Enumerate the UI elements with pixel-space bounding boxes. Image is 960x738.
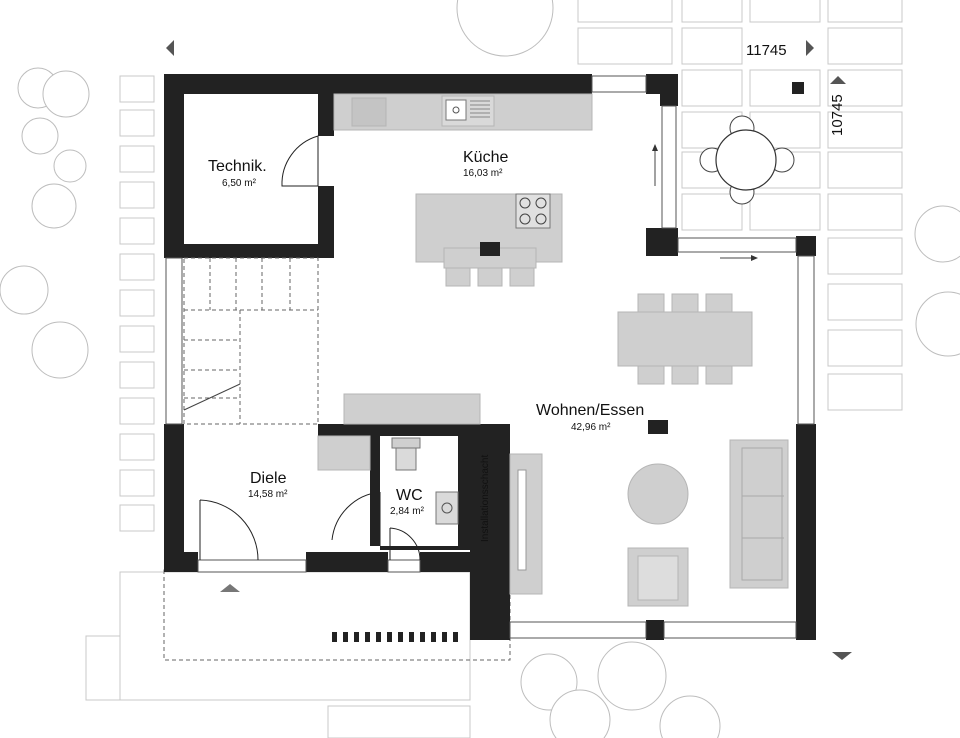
room-area-wohnen: 42,96 m² (571, 422, 611, 433)
window-bottom-2 (663, 621, 797, 639)
tree-8 (456, 0, 554, 57)
terrace-marker (792, 82, 804, 94)
kitchen (333, 93, 593, 287)
dimension-depth: 10745 (829, 94, 846, 136)
tree-6 (0, 265, 49, 315)
tree-3 (21, 117, 59, 155)
room-area-technik: 6,50 m² (222, 178, 257, 189)
terrace-table-set (699, 115, 795, 205)
room-label-technik: Technik. (208, 158, 267, 175)
sofa (729, 439, 789, 589)
window-right (797, 255, 815, 425)
door-entrance (199, 499, 259, 561)
dimension-width: 11745 (746, 42, 787, 59)
window-bottom-1 (509, 621, 647, 639)
door-technik (281, 135, 319, 187)
staircase (183, 257, 319, 425)
paving-left (119, 75, 155, 532)
arrow-down-icon (832, 652, 852, 660)
entrance-arrow-icon (220, 584, 240, 592)
terrace-table (715, 129, 777, 191)
room-label-diele: Diele (250, 470, 287, 487)
wardrobe (317, 435, 371, 471)
tree-9 (914, 205, 960, 263)
room-label-wc: WC (396, 487, 423, 504)
sideboard (343, 393, 481, 425)
tree-7 (31, 321, 89, 379)
tree-2 (42, 70, 90, 118)
sanitary-fixtures (317, 435, 459, 525)
door-installation (389, 527, 421, 561)
windows (165, 75, 815, 639)
window-left (165, 257, 183, 425)
entrance-steps (85, 571, 471, 738)
room-label-kueche: Küche (463, 149, 508, 166)
doors (199, 135, 421, 561)
living-furniture (343, 293, 789, 607)
window-bottom-4 (387, 559, 421, 573)
tree-5 (31, 183, 77, 229)
coffee-table (627, 463, 689, 525)
window-top (591, 75, 647, 93)
sliding-door-vertical (661, 105, 677, 229)
tree-14 (659, 695, 721, 738)
walls (164, 74, 816, 640)
column-living (648, 420, 668, 434)
tree-10 (915, 291, 960, 357)
door-wc (331, 491, 381, 546)
room-area-kueche: 16,03 m² (463, 168, 503, 179)
sliding-door-horizontal (677, 237, 797, 253)
arrow-right-icon (806, 40, 814, 56)
room-area-wc: 2,84 m² (390, 506, 425, 517)
room-label-installation: Installationsschacht (480, 455, 491, 542)
arrow-up-icon (830, 76, 846, 84)
arrow-left-icon (166, 40, 174, 56)
window-bottom-3 (197, 559, 307, 573)
room-area-diele: 14,58 m² (248, 489, 288, 500)
tree-13 (549, 689, 611, 738)
canopy-outline (163, 569, 511, 661)
room-label-wohnen: Wohnen/Essen (536, 402, 644, 419)
tree-4 (53, 149, 87, 183)
doormat-grid (332, 632, 458, 642)
column-kitchen (480, 242, 500, 256)
tree-12 (597, 641, 667, 711)
dining-table (617, 311, 753, 367)
